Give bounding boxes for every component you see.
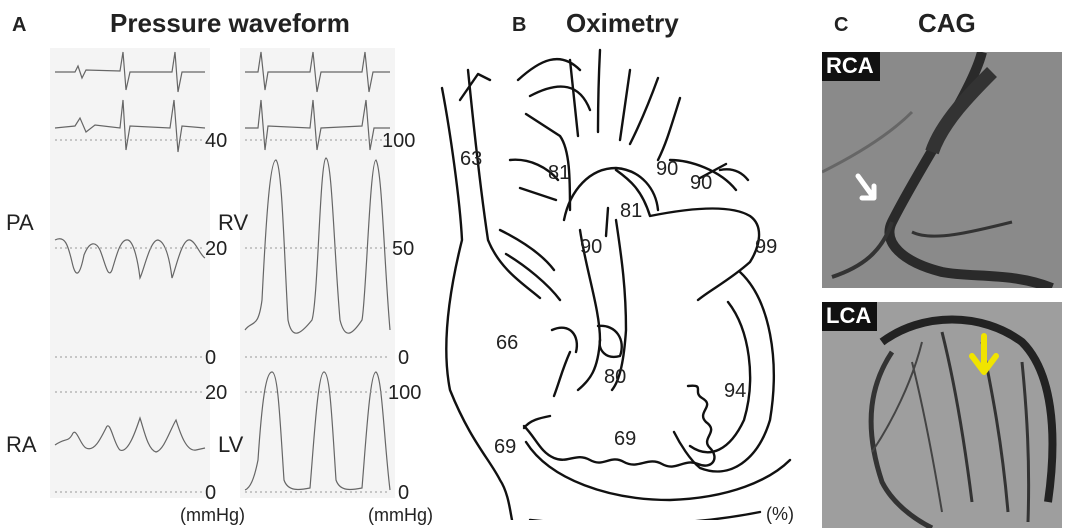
rv-inner-wall bbox=[524, 416, 550, 428]
pa-scale-bottom: 0 bbox=[205, 347, 216, 370]
svc-branch bbox=[460, 74, 490, 100]
ra-trace bbox=[55, 418, 205, 452]
pa-label: PA bbox=[6, 210, 34, 236]
oxi-right-atrium: 66 bbox=[496, 332, 518, 355]
oxi-aorta: 81 bbox=[620, 200, 642, 223]
lca-tag: LCA bbox=[822, 302, 877, 331]
rv-label: RV bbox=[218, 210, 248, 236]
left-heart-outline bbox=[674, 272, 774, 471]
pressure-traces bbox=[0, 0, 420, 528]
oxi-left-ventricle: 94 bbox=[724, 380, 746, 403]
ecg-trace-left bbox=[55, 52, 205, 92]
lv-scale-top: 100 bbox=[388, 382, 421, 405]
lv-trace bbox=[245, 372, 390, 490]
mitral-valve bbox=[552, 326, 622, 357]
pa-trace bbox=[55, 239, 205, 278]
pa-scale-top: 40 bbox=[205, 130, 227, 153]
lca-angiogram: LCA bbox=[822, 302, 1062, 528]
svc-inner bbox=[468, 70, 540, 298]
rv-trace bbox=[245, 158, 390, 333]
ra-scale-bottom: 0 bbox=[205, 482, 216, 505]
oxi-unit: (%) bbox=[766, 504, 794, 525]
panel-b-letter: B bbox=[512, 14, 526, 37]
lv-label: LV bbox=[218, 432, 243, 458]
unit-left: (mmHg) bbox=[180, 505, 245, 526]
rca-vessels bbox=[822, 52, 1062, 288]
panel-c-title: CAG bbox=[918, 8, 976, 39]
oxi-pulmonary: 90 bbox=[580, 236, 602, 259]
ecg-trace-right bbox=[245, 52, 390, 92]
rca-angiogram: RCA bbox=[822, 52, 1062, 288]
oxi-branch-right-2: 90 bbox=[690, 172, 712, 195]
aorta-trunk bbox=[564, 168, 658, 220]
ecg-trace-right-2 bbox=[245, 100, 390, 150]
oxi-branch-left: 81 bbox=[548, 162, 570, 185]
septum bbox=[606, 208, 608, 236]
unit-right: (mmHg) bbox=[368, 505, 433, 526]
rv-floor bbox=[526, 442, 790, 500]
aorta-descending bbox=[616, 170, 759, 300]
rv-scale-mid: 50 bbox=[392, 238, 414, 261]
pulm-trunk-2 bbox=[612, 220, 626, 390]
oxi-ventricle-base: 80 bbox=[604, 366, 626, 389]
ra-scale-top: 20 bbox=[205, 382, 227, 405]
lower-boundary bbox=[530, 512, 760, 520]
panel-c-letter: C bbox=[834, 14, 848, 37]
lca-vessels bbox=[822, 302, 1062, 528]
panel-b-title: Oximetry bbox=[566, 8, 679, 39]
pa-scale-mid: 20 bbox=[205, 238, 227, 261]
oxi-svc: 63 bbox=[460, 148, 482, 171]
oxi-pulm-vein: 99 bbox=[755, 236, 777, 259]
oxi-ivc: 69 bbox=[494, 436, 516, 459]
rv-scale-top: 100 bbox=[382, 130, 415, 153]
pa-left bbox=[500, 230, 554, 270]
ra-label: RA bbox=[6, 432, 37, 458]
rca-tag: RCA bbox=[822, 52, 880, 81]
rv-scale-bottom: 0 bbox=[398, 347, 409, 370]
apex-line bbox=[554, 352, 570, 396]
oxi-right-ventricle: 69 bbox=[614, 428, 636, 451]
lv-scale-bottom: 0 bbox=[398, 482, 409, 505]
ecg-trace-left-2 bbox=[55, 100, 205, 152]
lv-inner bbox=[690, 302, 750, 452]
oxi-branch-right-1: 90 bbox=[656, 158, 678, 181]
